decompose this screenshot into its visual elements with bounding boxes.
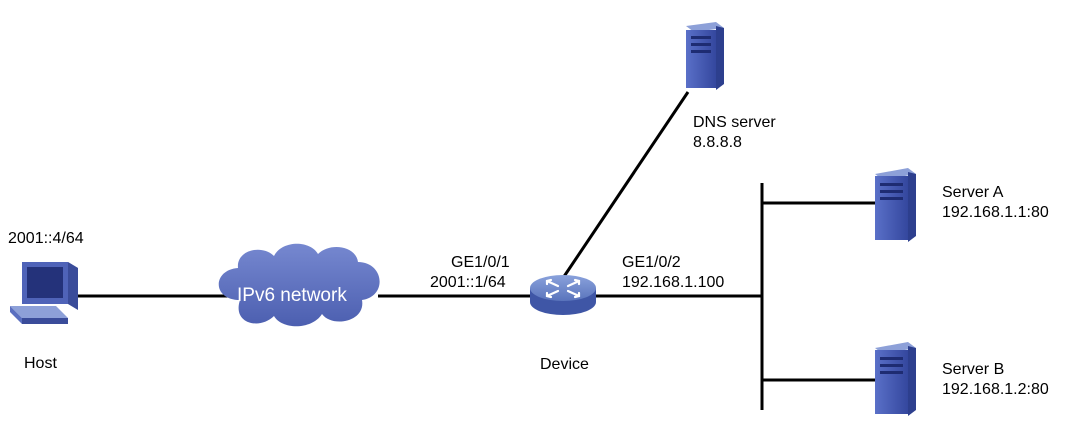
server-b-address-label: 192.168.1.2:80 [942,381,1049,398]
port2-name-label: GE1/0/2 [622,254,681,271]
host-computer-icon [10,262,78,324]
dns-server-address-label: 8.8.8.8 [693,134,742,151]
dns-server-icon [686,22,724,90]
link-device-dns [561,91,690,279]
server-b-name-label: Server B [942,361,1005,378]
device-router-icon [530,275,596,315]
dns-server-name-label: DNS server [693,114,776,131]
port1-name-label: GE1/0/1 [451,254,510,271]
server-a-address-label: 192.168.1.1:80 [942,204,1049,221]
port2-address-label: 192.168.1.100 [622,274,725,291]
port1-address-label: 2001::1/64 [430,274,506,291]
server-b-icon [875,342,916,416]
cloud-label: IPv6 network [237,285,347,306]
server-a-icon [875,168,916,242]
connection-lines [78,91,875,410]
device-label: Device [540,356,589,373]
server-a-name-label: Server A [942,184,1004,201]
host-address-label: 2001::4/64 [8,230,84,247]
ipv6-cloud-icon [218,243,380,327]
host-label: Host [24,355,57,372]
